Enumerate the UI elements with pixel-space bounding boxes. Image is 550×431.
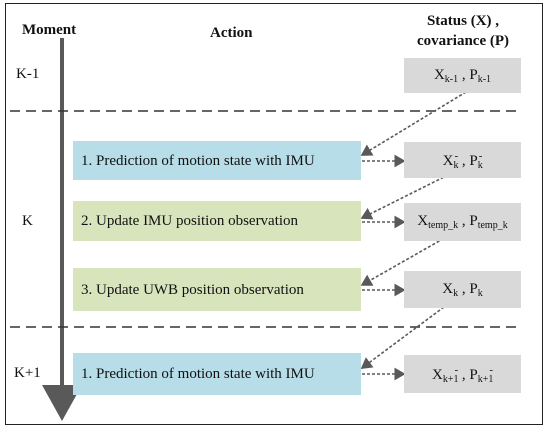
status-p-label: P [469,213,478,229]
status-p-label: P [469,366,478,383]
status-x-subscript: k+1 [442,373,459,385]
status-x-superscript: - [454,363,459,376]
arrow-status-to-next-prediction [360,303,449,369]
diagram-frame [5,3,543,425]
action-imu-prediction-next: 1. Prediction of motion state with IMU [73,353,361,395]
status-k-plus-1-predicted: Xk+1- , Pk+1- [404,355,521,393]
status-x-label: X [442,152,454,169]
status-p-subscript: k-1 [477,73,492,85]
status-x-label: X [433,66,445,83]
arrow-status-to-uwb-update [360,235,449,286]
header-status-line1: Status (X) , [426,13,500,29]
status-x-label: X [431,366,443,383]
status-x-label: X [417,213,429,229]
status-x-subscript: k-1 [444,73,459,85]
status-p-superscript: - [489,363,494,376]
status-p-subscript: k+1 [477,373,494,385]
action-uwb-position-update: 3. Update UWB position observation [73,268,361,311]
status-separator: , [458,213,470,229]
action-imu-position-update: 2. Update IMU position observation [73,201,361,241]
status-p-label: P [469,152,478,169]
header-status-line2: covariance (P) [416,33,510,49]
arrow-status-to-prediction [360,91,467,156]
status-p-subscript: k [477,287,483,299]
status-separator: , [458,366,470,383]
status-k-minus-1: Xk-1 , Pk-1 [404,58,521,93]
header-status: Status (X) , covariance (P) [398,11,528,51]
status-p-label: P [469,66,478,83]
header-action: Action [210,25,253,41]
status-x-subscript: temp_k [428,220,459,231]
status-k-updated: Xk , Pk [404,271,521,308]
status-p-subscript: temp_k [477,220,508,231]
moment-k-minus-1: K-1 [16,66,40,82]
status-temp-k: Xtemp_k , Ptemp_k [404,203,521,241]
moment-k-plus-1: K+1 [14,365,41,381]
moment-k: K [22,213,33,229]
status-separator: , [458,280,470,297]
action-imu-prediction: 1. Prediction of motion state with IMU [73,141,361,180]
header-moment: Moment [22,22,77,38]
status-p-superscript: - [478,149,483,162]
status-p-subscript: k [477,159,483,171]
status-x-subscript: k [453,159,459,171]
status-x-subscript: k [453,287,459,299]
status-k-predicted: Xk- , Pk- [404,142,521,178]
status-separator: , [458,152,470,169]
status-p-label: P [469,280,478,297]
status-x-label: X [442,280,454,297]
arrow-status-to-imu-update [360,174,449,220]
status-x-superscript: - [454,149,459,162]
status-separator: , [458,66,470,83]
